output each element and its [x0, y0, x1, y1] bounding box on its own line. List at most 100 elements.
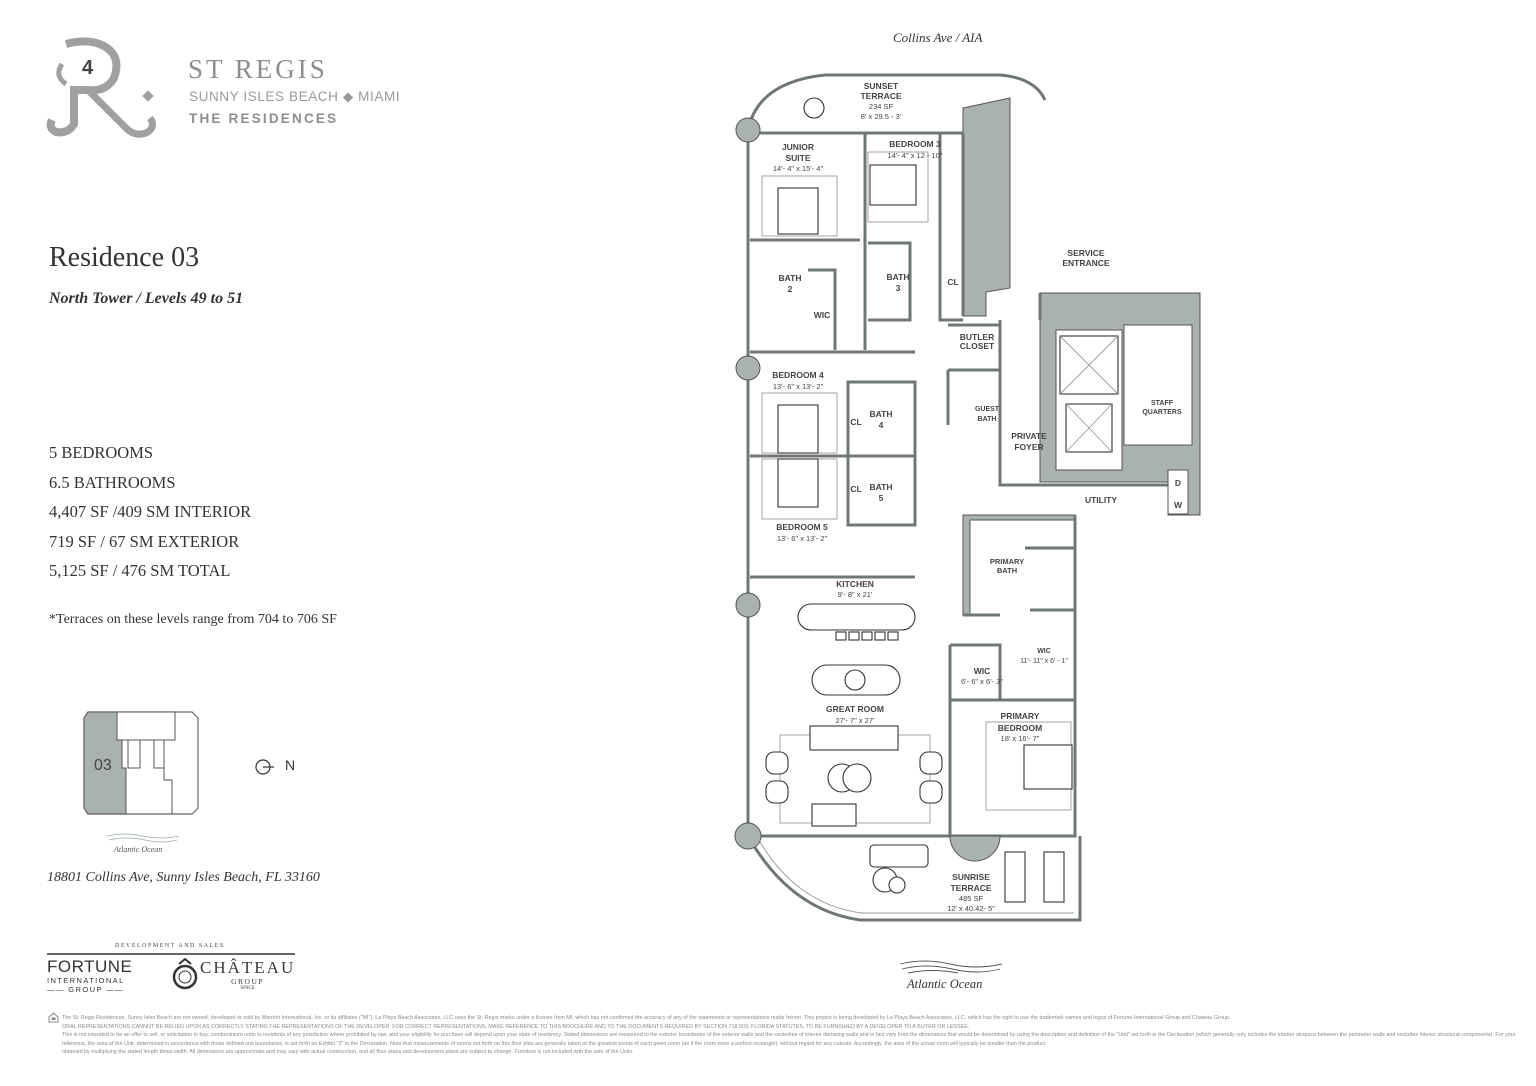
- north-label: N: [285, 757, 296, 773]
- address: 18801 Collins Ave, Sunny Isles Beach, FL…: [47, 870, 320, 885]
- private-foyer-label: PRIVATE: [1011, 431, 1047, 441]
- chateau-line2: GROUP: [231, 977, 265, 986]
- primary-bath-label: PRIMARY: [990, 557, 1024, 566]
- bedroom-4-dims: 13'- 6" x 13'- 2": [773, 382, 824, 391]
- terrace-note: *Terraces on these levels range from 704…: [49, 612, 337, 627]
- spec-total: 5,125 SF / 476 SM TOTAL: [49, 561, 231, 580]
- bedroom-3-label: BEDROOM 3: [889, 139, 941, 149]
- exterior-wall: [746, 131, 1168, 838]
- spec-bedrooms: 5 BEDROOMS: [49, 443, 154, 462]
- sunset-terrace-dims: 8' x 29.5 - 3': [861, 112, 902, 121]
- residence-title: Residence 03: [49, 242, 200, 273]
- fortune-line3: —— GROUP ——: [47, 985, 124, 994]
- junior-suite-dims: 14'- 4" x 15'- 4": [773, 164, 824, 173]
- bath-2-number: 2: [788, 284, 793, 294]
- key-plan-waves-icon: [106, 833, 180, 843]
- fortune-logo: FORTUNE INTERNATIONAL —— GROUP ——: [47, 957, 133, 995]
- closet-label: CL: [947, 277, 958, 287]
- ocean-waves-icon: [899, 960, 1003, 974]
- bath-2-label: BATH: [779, 273, 802, 283]
- great-room-dims: 27'- 7" x 27': [836, 716, 875, 725]
- fortune-line2: INTERNATIONAL: [47, 976, 125, 985]
- service-entrance-label: SERVICE: [1067, 248, 1104, 258]
- st-regis-monogram-logo: 4: [46, 37, 157, 138]
- chateau-crest-icon: [172, 958, 198, 990]
- spec-bathrooms: 6.5 BATHROOMS: [49, 472, 176, 492]
- bath-4-label: BATH: [870, 409, 893, 419]
- junior-suite-label-2: SUITE: [785, 153, 810, 163]
- primary-wic-2-label: WIC: [974, 666, 991, 676]
- chateau-name: CHÂTEAU: [200, 958, 296, 977]
- bedroom-5-dims: 13'- 6" x 13'- 2": [777, 534, 828, 543]
- disclaimer-line-4: obtained by multiplying the stated lengt…: [62, 1049, 634, 1056]
- kitchen-dims: 9'- 8" x 21': [838, 590, 873, 599]
- service-shaft: [962, 97, 1011, 317]
- great-room-label: GREAT ROOM: [826, 704, 884, 714]
- spec-exterior: 719 SF / 67 SM EXTERIOR: [49, 531, 240, 551]
- fortune-name: FORTUNE: [47, 957, 133, 976]
- chateau-logo: CHÂTEAU GROUP SINCE: [200, 958, 295, 991]
- disclaimer-line-1: The St. Regis Residences, Sunny Isles Be…: [62, 1015, 1231, 1021]
- sunset-terrace-label-2: TERRACE: [860, 91, 901, 101]
- bath-3-label: BATH: [887, 272, 910, 282]
- sunrise-terrace-label-2: TERRACE: [950, 883, 991, 893]
- primary-bath-label-2: BATH: [997, 566, 1017, 575]
- junior-suite-label: JUNIOR: [782, 142, 814, 152]
- interior-walls: [750, 133, 1075, 836]
- key-plan-unit-label: 03: [94, 757, 112, 774]
- guest-bath-label: GUEST: [975, 406, 1000, 413]
- ocean-label: Atlantic Ocean: [907, 977, 983, 991]
- room-labels: SUNSET TERRACE 234 SF 8' x 29.5 - 3' JUN…: [772, 81, 1189, 913]
- bedroom-3-dims: 14'- 4" x 12 - 10": [887, 151, 942, 160]
- bath-4-number: 4: [879, 420, 884, 430]
- developers-heading: DEVELOPMENT AND SALES: [115, 943, 225, 949]
- primary-wic-1-label: WIC: [1037, 648, 1051, 655]
- bath-5-label: BATH: [870, 482, 893, 492]
- butler-closet-label-2: CLOSET: [960, 341, 995, 351]
- sunset-terrace-outline: [746, 73, 1047, 131]
- brand-name: ST REGIS: [188, 54, 328, 84]
- guest-bath-label-2: BATH: [978, 416, 997, 423]
- sunrise-terrace-dims: 12' x 40.42- 5": [947, 904, 995, 913]
- washer-label: W: [1174, 500, 1183, 510]
- bedroom-4-label: BEDROOM 4: [772, 370, 824, 380]
- sunrise-terrace-label: SUNRISE: [952, 872, 990, 882]
- residence-subtitle: North Tower / Levels 49 to 51: [49, 290, 244, 307]
- butler-closet-label: BUTLER: [960, 332, 994, 342]
- primary-wic-1-dims: 11'- 11" x 6' - 1": [1020, 658, 1068, 665]
- wic-label: WIC: [814, 310, 831, 320]
- north-arrow-icon: [255, 759, 274, 775]
- brand-location: SUNNY ISLES BEACH ◆ MIAMI: [189, 89, 401, 104]
- key-plan: 03: [83, 711, 199, 815]
- bath-3-number: 3: [896, 283, 901, 293]
- equal-housing-icon: [48, 1012, 59, 1023]
- structural-columns: [734, 117, 1001, 862]
- staff-quarters-label-2: QUARTERS: [1142, 409, 1182, 416]
- service-entrance-label-2: ENTRANCE: [1062, 258, 1110, 268]
- staff-quarters-room: [1123, 324, 1193, 446]
- street-label: Collins Ave / AIA: [893, 30, 983, 45]
- residence-specs: 5 BEDROOMS 6.5 BATHROOMS 4,407 SF /409 S…: [49, 438, 251, 586]
- closet-5-label: CL: [850, 484, 861, 494]
- primary-bedroom-dims: 18' x 16'- 7": [1001, 734, 1040, 743]
- bedroom-5-label: BEDROOM 5: [776, 522, 828, 532]
- developers-divider: [47, 953, 295, 955]
- utility-label: UTILITY: [1085, 495, 1117, 505]
- spec-interior: 4,407 SF /409 SM INTERIOR: [49, 502, 252, 521]
- kitchen-label: KITCHEN: [836, 579, 874, 589]
- primary-bedroom-label-2: BEDROOM: [998, 723, 1042, 733]
- svg-text:4: 4: [82, 57, 94, 79]
- closet-4-label: CL: [850, 417, 861, 427]
- sunset-terrace-area: 234 SF: [869, 102, 894, 111]
- sunrise-terrace-outline: [746, 835, 1082, 922]
- key-plan-ocean-label: Atlantic Ocean: [114, 845, 163, 854]
- disclaimer-line-3: This is not intended to be an offer to s…: [62, 1032, 1516, 1047]
- chateau-line3: SINCE: [240, 986, 255, 991]
- washer-dryer: [1167, 469, 1189, 515]
- bath-5-number: 5: [879, 493, 884, 503]
- brand-product-line: THE RESIDENCES: [189, 111, 339, 126]
- dryer-label: D: [1175, 478, 1181, 488]
- sunset-terrace-label: SUNSET: [864, 81, 899, 91]
- disclaimer-line-2: ORAL REPRESENTATIONS CANNOT BE RELIED UP…: [62, 1023, 970, 1030]
